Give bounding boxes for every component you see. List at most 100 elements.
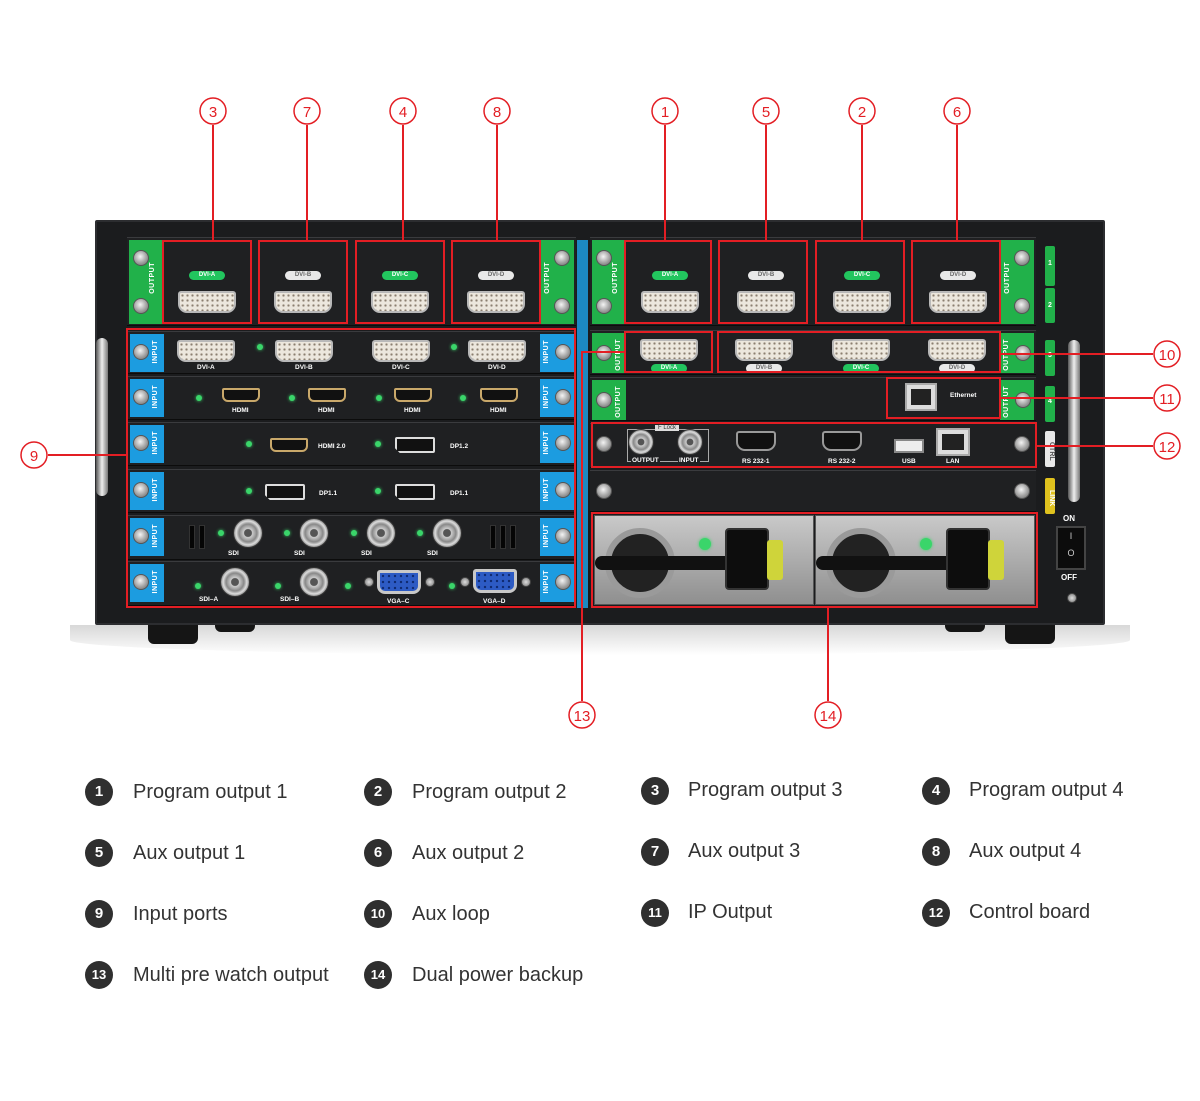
release-latch[interactable] [988,540,1004,580]
dvi-a-input-port[interactable] [177,340,235,362]
legend-number: 7 [641,838,669,866]
thumbscrew[interactable] [596,436,612,452]
hdmi-input-port[interactable] [480,388,518,402]
screw [364,577,374,587]
legend-number: 3 [641,777,669,805]
hdmi-input-port[interactable] [222,388,260,402]
hdmi-input-port[interactable] [308,388,346,402]
thumbscrew[interactable] [133,528,149,544]
legend-number: 12 [922,899,950,927]
dvi-c-output-port[interactable] [371,291,429,313]
callout-10: 10 [1159,347,1176,364]
thumbscrew[interactable] [133,482,149,498]
dvi-b-loop-port[interactable] [735,339,793,361]
hdmi-2-input-port[interactable] [270,438,308,452]
dvi-b-output-port[interactable] [274,291,332,313]
sdi-a-input-port[interactable] [220,567,250,597]
slot-indicator-4: 4 [1045,386,1055,422]
genlock-input-port[interactable] [677,429,703,455]
dp-1-2-input-port[interactable] [395,437,435,453]
thumbscrew[interactable] [133,298,149,314]
dp-1-1-input-port[interactable] [395,484,435,500]
callout-box-6 [911,240,1001,324]
callout-4: 4 [399,104,407,121]
thumbscrew[interactable] [133,435,149,451]
thumbscrew[interactable] [133,574,149,590]
legend-number: 10 [364,900,392,928]
thumbscrew[interactable] [596,483,612,499]
sdi-input-port[interactable] [299,518,329,548]
port-label: DVI-B [748,271,784,280]
power-led [699,538,711,550]
legend-number: 8 [922,838,950,866]
port-label: SDI [294,550,305,557]
ethernet-port[interactable] [905,383,937,411]
dvi-b-input-port[interactable] [275,340,333,362]
ac-inlet[interactable] [725,528,769,590]
thumbscrew[interactable] [555,574,571,590]
thumbscrew[interactable] [133,250,149,266]
legend-number: 9 [85,900,113,928]
vga-c-input-port[interactable] [377,570,421,594]
dvi-c-loop-port[interactable] [832,339,890,361]
sdi-input-port[interactable] [366,518,396,548]
dvi-a-loop-port[interactable] [640,339,698,361]
rs232-1-port[interactable] [736,431,776,451]
legend-number: 4 [922,777,950,805]
dp-1-1-input-port[interactable] [265,484,305,500]
dvi-a-output-port[interactable] [178,291,236,313]
port-label: SDI [228,550,239,557]
thumbscrew[interactable] [1014,298,1030,314]
callout-14: 14 [820,708,837,725]
rs232-2-port[interactable] [822,431,862,451]
lan-port[interactable] [936,428,970,456]
thumbscrew[interactable] [555,435,571,451]
dp-input-card: INPUT INPUT DP1.1 DP1.1 [127,469,576,513]
port-label: SDI [427,550,438,557]
thumbscrew[interactable] [554,250,570,266]
thumbscrew[interactable] [1015,392,1031,408]
dvi-c-input-port[interactable] [372,340,430,362]
genlock-output-port[interactable] [628,429,654,455]
thumbscrew[interactable] [555,344,571,360]
hdmi-input-port[interactable] [394,388,432,402]
thumbscrew[interactable] [555,389,571,405]
left-handle [96,338,108,496]
callout-box-14 [591,512,1038,608]
sdi-input-port[interactable] [432,518,462,548]
vent [510,525,516,549]
flock-label: F Lock [655,425,680,431]
port-label: DP1.2 [450,443,469,450]
dvi-d-output-port[interactable] [929,291,987,313]
thumbscrew[interactable] [1014,483,1030,499]
vga-d-input-port[interactable] [473,569,517,593]
foot [215,622,255,632]
dvi-d-loop-port[interactable] [928,339,986,361]
dvi-c-output-port[interactable] [833,291,891,313]
thumbscrew[interactable] [1014,436,1030,452]
callout-box-10b [717,331,1001,373]
thumbscrew[interactable] [133,344,149,360]
dvi-d-input-port[interactable] [468,340,526,362]
thumbscrew[interactable] [1014,250,1030,266]
legend-label: Aux output 2 [412,842,525,864]
status-led [289,395,295,401]
thumbscrew[interactable] [133,389,149,405]
thumbscrew[interactable] [596,298,612,314]
dvi-d-output-port[interactable] [467,291,525,313]
thumbscrew[interactable] [555,482,571,498]
dvi-b-output-port[interactable] [737,291,795,313]
thumbscrew[interactable] [555,528,571,544]
sdi-b-input-port[interactable] [299,567,329,597]
sdi-input-port[interactable] [233,518,263,548]
dvi-a-output-port[interactable] [641,291,699,313]
usb-port[interactable] [894,439,924,453]
thumbscrew[interactable] [596,250,612,266]
thumbscrew[interactable] [596,392,612,408]
release-latch[interactable] [767,540,783,580]
ac-inlet[interactable] [946,528,990,590]
port-label: DVI-C [382,271,418,280]
legend-label: Dual power backup [412,964,584,986]
thumbscrew[interactable] [554,298,570,314]
